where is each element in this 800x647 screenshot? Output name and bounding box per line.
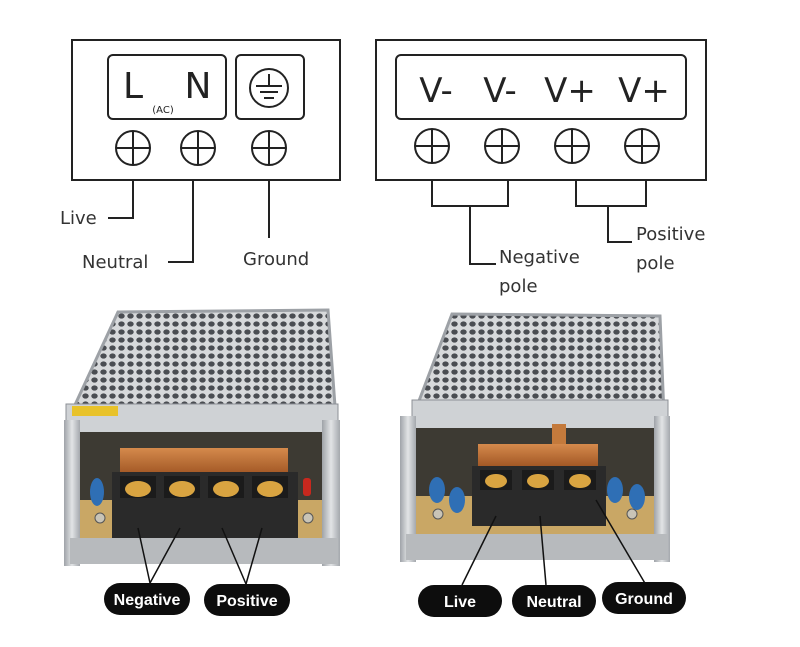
positive-pill-text: Positive (216, 593, 277, 610)
neutral-screw-icon (180, 130, 216, 166)
case-bottom-left (70, 538, 338, 564)
capacitor-right-b (449, 487, 465, 513)
negative-pill (104, 583, 190, 615)
copper-cover-right (478, 444, 598, 470)
ground-symbol-icon (249, 68, 289, 108)
positive-leader-line (607, 206, 632, 243)
positive-terminal-1: V+ (544, 71, 596, 111)
capacitor-left-a (90, 478, 104, 506)
ground-pill (602, 582, 686, 614)
negative-pill-text: Negative (114, 592, 181, 609)
pos1-screw-icon (554, 128, 590, 164)
psu-photo-input-side: Live Neutral Ground (400, 312, 686, 617)
case-left-wall-r (400, 416, 416, 562)
positive-bracket (575, 180, 647, 207)
neg1-screw-icon (414, 128, 450, 164)
negative-pole-line2: pole (499, 276, 538, 297)
neutral-pill (512, 585, 596, 617)
positive-pole-line1: Positive (636, 224, 705, 245)
live-letter: L (123, 66, 143, 107)
live-label: Live (60, 208, 97, 229)
ground-pill-text: Ground (615, 591, 673, 608)
capacitor-right-c (607, 477, 623, 503)
psu-photo-output-side: Negative Positive (64, 308, 340, 616)
case-front-rim-right (411, 399, 669, 431)
live-pill (418, 585, 502, 617)
live-pointer (461, 515, 497, 586)
neg2-screw-icon (484, 128, 520, 164)
warning-label-left (72, 406, 118, 416)
neutral-pointer (539, 515, 547, 586)
capacitor-right-a (429, 477, 445, 503)
live-pill-text: Live (444, 594, 476, 611)
capacitor-right-d (629, 484, 645, 510)
mount-screw-right-b (626, 508, 638, 520)
neg-pointer-2 (149, 527, 181, 584)
positive-pill (204, 584, 290, 616)
ac-note: (AC) (152, 105, 174, 116)
terminal-screws-right (480, 470, 596, 490)
case-right-wall-r (654, 416, 670, 562)
dc-label-box (395, 54, 687, 120)
ac-input-diagram: L N (AC) Live Neutral Ground (60, 39, 341, 273)
ground-label: Ground (243, 249, 309, 270)
mount-screw-right-a (432, 508, 444, 520)
pos-pointer-1 (221, 527, 247, 585)
live-leader-line (108, 180, 134, 219)
terminal-screws-left (120, 476, 288, 498)
pos2-screw-icon (624, 128, 660, 164)
ln-label-box (107, 54, 227, 120)
ground-screw-icon (251, 130, 287, 166)
pos-pointer-2 (245, 527, 263, 585)
copper-strip-right (552, 424, 566, 450)
positive-pole-line2: pole (636, 253, 675, 274)
dc-output-diagram: V- V- V+ V+ Negative pole Positive pole (375, 39, 707, 297)
neutral-pill-text: Neutral (526, 594, 581, 611)
neutral-letter: N (185, 66, 212, 107)
negative-terminal-2: V- (483, 71, 517, 111)
ground-pointer (595, 499, 647, 586)
negative-pole-line1: Negative (499, 247, 580, 268)
neutral-leader-line (168, 180, 194, 263)
negative-terminal-1: V- (419, 71, 453, 111)
neutral-label: Neutral (82, 252, 148, 273)
neg-pointer-1 (137, 527, 151, 584)
led-indicator (303, 478, 311, 496)
mount-screw-left-b (302, 512, 314, 524)
negative-leader-line (469, 206, 496, 265)
positive-terminal-2: V+ (618, 71, 670, 111)
case-right-wall (322, 420, 340, 566)
live-screw-icon (115, 130, 151, 166)
negative-bracket (431, 180, 509, 207)
case-left-wall (64, 420, 80, 566)
mount-screw-left-a (94, 512, 106, 524)
